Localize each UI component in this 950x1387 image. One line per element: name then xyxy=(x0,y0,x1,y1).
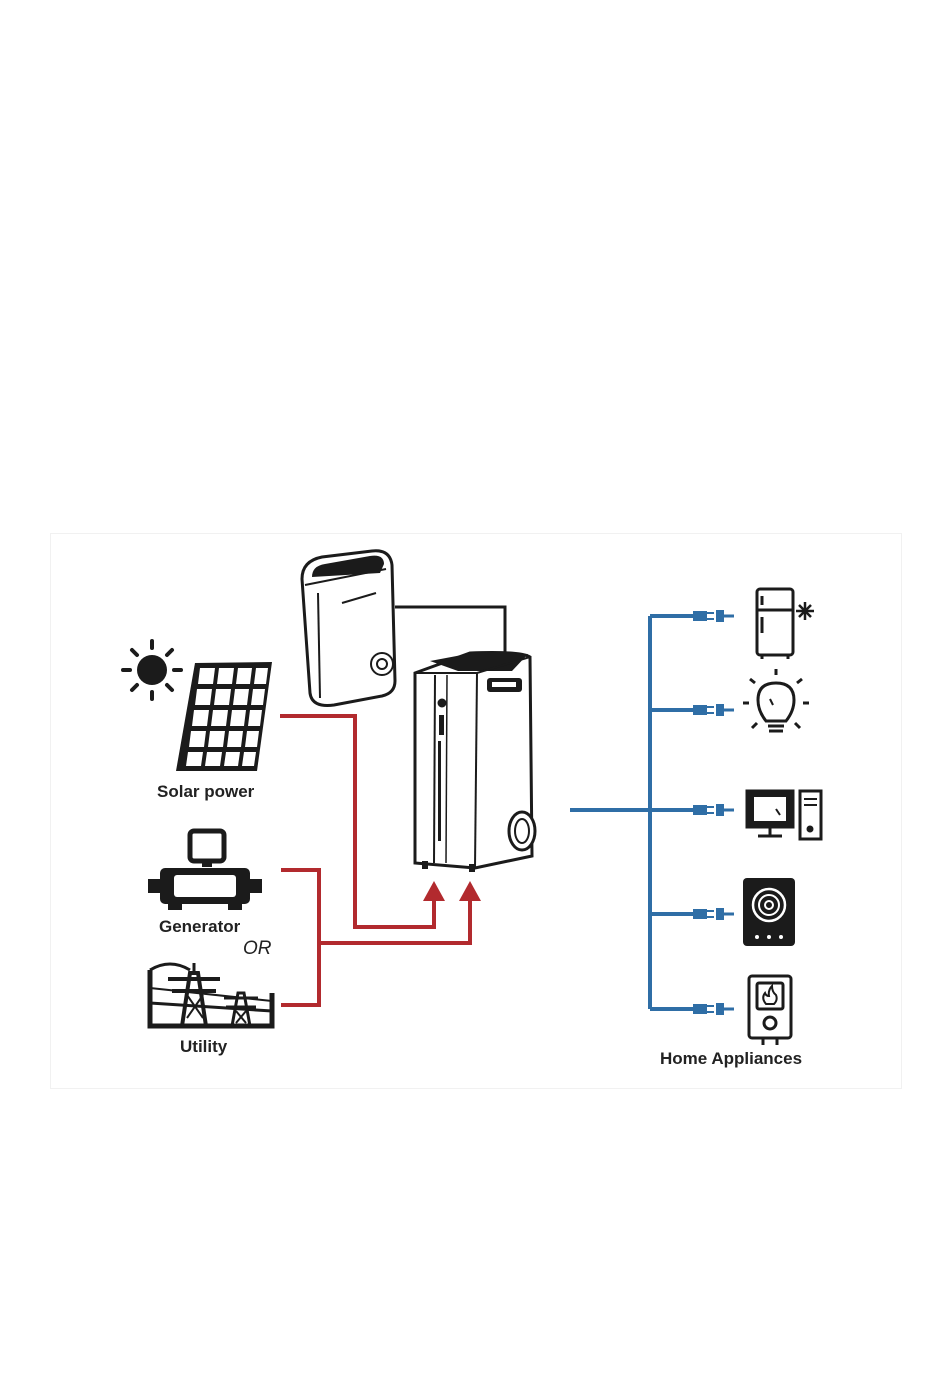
battery-cable xyxy=(395,607,505,655)
plug-icons xyxy=(693,610,734,1015)
arrow-heads xyxy=(423,881,481,901)
plug-icon xyxy=(693,908,734,920)
induction-cooktop-icon xyxy=(743,878,795,946)
home-appliances-label: Home Appliances xyxy=(660,1049,802,1069)
battery-module-icon xyxy=(302,551,395,706)
solar-power-label: Solar power xyxy=(157,782,254,802)
fridge-icon xyxy=(757,589,814,659)
plug-icon xyxy=(693,610,734,622)
sun-icon xyxy=(123,641,181,699)
arrow-up-icon xyxy=(459,881,481,901)
plug-icon xyxy=(693,804,734,816)
plug-icon xyxy=(693,704,734,716)
arrow-up-icon xyxy=(423,881,445,901)
computer-icon xyxy=(747,791,821,839)
plug-icon xyxy=(693,1003,734,1015)
or-label: OR xyxy=(243,938,272,960)
generator-label: Generator xyxy=(159,917,240,937)
inverter-unit-icon xyxy=(415,652,535,872)
solar-line xyxy=(280,716,434,927)
light-bulb-icon xyxy=(743,669,809,731)
utility-label: Utility xyxy=(180,1037,227,1057)
solar-panel-icon xyxy=(176,662,272,771)
generator-icon xyxy=(148,831,262,910)
utility-merge-line xyxy=(319,895,470,943)
output-wiring xyxy=(570,616,693,1009)
water-heater-icon xyxy=(749,976,791,1045)
energy-system-diagram: Solar power Generator OR Utility Home Ap… xyxy=(50,533,902,1089)
diagram-canvas xyxy=(50,533,902,1089)
power-tower-icon xyxy=(150,963,272,1026)
generator-line xyxy=(281,870,319,1005)
